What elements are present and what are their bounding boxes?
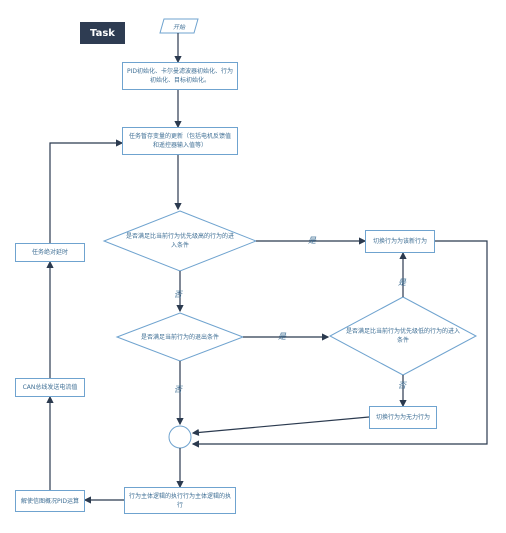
execute-box: 行为主体逻辑的执行行为主体逻辑的执行 [124,487,236,514]
edge-label-no-low: 否 [398,381,406,390]
pid-box: 解使信图概况PID运算 [15,490,85,512]
edge-idle-merge [191,416,370,437]
merge-circle [168,425,192,449]
can-box: CAN总线发送电流值 [15,378,85,397]
start-node: 开始 [172,23,185,31]
decision-exit-text: 是否满足当前行为的退出条件 [140,334,219,341]
switch-idle-box: 切换行为为无力行为 [369,406,437,429]
init-box: PID初始化、卡尔曼滤波器初始化、行为初始化、目标初始化。 [122,62,238,90]
edge-label-no-exit: 否 [174,385,182,394]
edge-label-yes-exit: 是 [278,332,286,341]
task-title: Task [80,22,125,44]
update-box: 任务暂存变量的更新（包括电机反馈值和遥控器输入值等） [122,127,238,155]
edge-switch-high-merge [191,240,488,448]
decision-low-text: 是否满足比当前行为优先级低的行为的进入条件 [346,328,461,344]
start-node-shape [159,18,199,34]
edge-delay-update [49,139,124,243]
edge-label-yes-low: 是 [398,278,406,287]
edge-label-yes-high: 是 [308,236,316,245]
delay-box: 任务绝对延时 [15,243,85,262]
switch-high-box: 切换行为为该新行为 [365,230,435,253]
edge-label-no-high: 否 [174,290,182,299]
decision-high-text: 是否满足比当前行为优先级高的行为的进入条件 [125,233,234,249]
